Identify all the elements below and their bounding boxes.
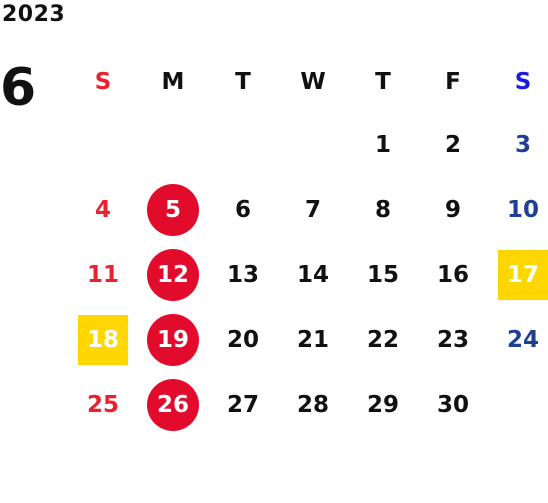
day-cell: 10 bbox=[488, 177, 548, 242]
day-cell: 30 bbox=[418, 372, 488, 437]
weekday-thursday: T bbox=[375, 69, 391, 95]
day-number: 14 bbox=[296, 261, 329, 288]
day-number-sunday: 11 bbox=[86, 261, 119, 288]
day-cell: 24 bbox=[488, 307, 548, 372]
day-cell: 9 bbox=[418, 177, 488, 242]
day-number: 27 bbox=[226, 391, 259, 418]
day-number-saturday: 10 bbox=[506, 196, 539, 223]
day-number-closed: 12 bbox=[147, 248, 199, 301]
day-number: 23 bbox=[436, 326, 469, 353]
weekday-monday: M bbox=[161, 69, 185, 95]
day-number-sunday: 4 bbox=[94, 196, 111, 223]
day-cell: 7 bbox=[278, 177, 348, 242]
day-cell bbox=[208, 112, 278, 177]
calendar-year: 2023 bbox=[2, 2, 66, 27]
day-number: 20 bbox=[226, 326, 259, 353]
day-number-saturday: 3 bbox=[514, 131, 531, 158]
day-cell: 3 bbox=[488, 112, 548, 177]
calendar-week-row: 4 5 6 7 8 9 10 bbox=[68, 177, 548, 242]
day-number: 21 bbox=[296, 326, 329, 353]
weekday-friday: F bbox=[445, 69, 461, 95]
day-cell: 8 bbox=[348, 177, 418, 242]
day-cell: 5 bbox=[138, 177, 208, 242]
day-cell: 16 bbox=[418, 242, 488, 307]
weekday-header-row: S M T W T F S bbox=[68, 52, 548, 112]
calendar-week-row: 25 26 27 28 29 30 bbox=[68, 372, 548, 437]
weekday-saturday: S bbox=[514, 69, 532, 95]
day-number: 15 bbox=[366, 261, 399, 288]
calendar-week-row: 11 12 13 14 15 16 17 bbox=[68, 242, 548, 307]
day-number: 28 bbox=[296, 391, 329, 418]
day-cell: 27 bbox=[208, 372, 278, 437]
day-cell: 20 bbox=[208, 307, 278, 372]
day-cell: 14 bbox=[278, 242, 348, 307]
day-cell bbox=[138, 112, 208, 177]
day-cell: 2 bbox=[418, 112, 488, 177]
day-cell: 17 bbox=[488, 242, 548, 307]
day-number: 16 bbox=[436, 261, 469, 288]
day-number-sunday: 25 bbox=[86, 391, 119, 418]
day-number: 1 bbox=[374, 131, 391, 158]
weekday-tuesday: T bbox=[235, 69, 251, 95]
day-cell bbox=[488, 372, 548, 437]
day-cell: 29 bbox=[348, 372, 418, 437]
day-cell bbox=[278, 112, 348, 177]
day-cell: 15 bbox=[348, 242, 418, 307]
day-number-saturday: 24 bbox=[506, 326, 539, 353]
weekday-wednesday: W bbox=[300, 69, 326, 95]
day-number-highlighted: 18 bbox=[78, 314, 128, 365]
day-cell: 1 bbox=[348, 112, 418, 177]
day-cell: 26 bbox=[138, 372, 208, 437]
day-cell: 25 bbox=[68, 372, 138, 437]
day-cell: 4 bbox=[68, 177, 138, 242]
day-cell: 18 bbox=[68, 307, 138, 372]
calendar-week-row: 1 2 3 bbox=[68, 112, 548, 177]
day-cell: 28 bbox=[278, 372, 348, 437]
day-number: 7 bbox=[304, 196, 321, 223]
day-number: 2 bbox=[444, 131, 461, 158]
calendar-week-row: 18 19 20 21 22 23 24 bbox=[68, 307, 548, 372]
day-number-closed: 19 bbox=[147, 313, 199, 366]
weekday-sunday: S bbox=[94, 69, 112, 95]
day-number: 22 bbox=[366, 326, 399, 353]
day-cell: 6 bbox=[208, 177, 278, 242]
day-cell: 22 bbox=[348, 307, 418, 372]
day-number-closed: 5 bbox=[147, 183, 199, 236]
day-number: 9 bbox=[444, 196, 461, 223]
day-number: 29 bbox=[366, 391, 399, 418]
day-number: 8 bbox=[374, 196, 391, 223]
day-cell bbox=[68, 112, 138, 177]
day-number: 6 bbox=[234, 196, 251, 223]
calendar-month: 6 bbox=[0, 58, 37, 118]
day-cell: 13 bbox=[208, 242, 278, 307]
day-cell: 21 bbox=[278, 307, 348, 372]
day-cell: 19 bbox=[138, 307, 208, 372]
day-number-highlighted: 17 bbox=[498, 249, 548, 300]
day-number-closed: 26 bbox=[147, 378, 199, 431]
day-number: 13 bbox=[226, 261, 259, 288]
day-number: 30 bbox=[436, 391, 469, 418]
day-cell: 12 bbox=[138, 242, 208, 307]
day-cell: 23 bbox=[418, 307, 488, 372]
day-cell: 11 bbox=[68, 242, 138, 307]
